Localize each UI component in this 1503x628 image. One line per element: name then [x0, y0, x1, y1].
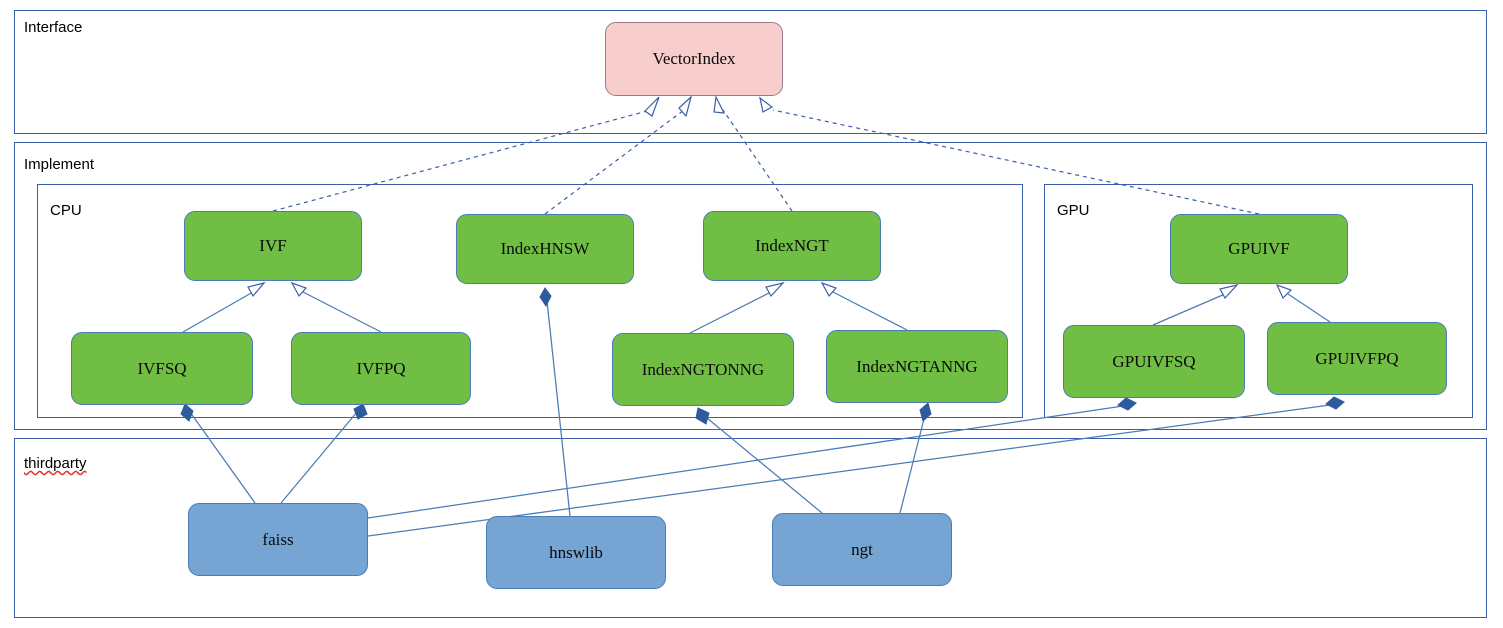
container-label-thirdparty: thirdparty: [24, 455, 87, 472]
node-label-vectorindex: VectorIndex: [652, 49, 736, 68]
container-label-interface: Interface: [24, 19, 83, 36]
node-indexhnsw[interactable]: IndexHNSW: [456, 214, 634, 284]
node-gpuivfpq[interactable]: GPUIVFPQ: [1267, 322, 1447, 395]
node-label-hnswlib: hnswlib: [549, 542, 603, 562]
node-faiss[interactable]: faiss: [188, 503, 368, 576]
node-indexngt[interactable]: IndexNGT: [703, 211, 881, 281]
container-label-gpu: GPU: [1057, 202, 1090, 219]
node-label-indexngtonng: IndexNGTONNG: [641, 359, 765, 379]
node-gpuivf[interactable]: GPUIVF: [1170, 214, 1348, 284]
node-indexngtonng[interactable]: IndexNGTONNG: [612, 333, 794, 406]
node-label-indexngt: IndexNGT: [755, 236, 829, 255]
container-label-cpu: CPU: [50, 202, 82, 219]
node-label-gpuivf: GPUIVF: [1228, 239, 1290, 258]
node-ngt[interactable]: ngt: [772, 513, 952, 586]
node-label-indexhnsw: IndexHNSW: [500, 239, 590, 258]
node-label-ivfpq: IVFPQ: [356, 358, 406, 378]
node-indexngtanng[interactable]: IndexNGTANNG: [826, 330, 1008, 403]
node-label-faiss: faiss: [262, 529, 294, 549]
node-label-ngt: ngt: [851, 539, 873, 559]
node-label-ivf: IVF: [259, 236, 287, 255]
node-ivf[interactable]: IVF: [184, 211, 362, 281]
node-ivfsq[interactable]: IVFSQ: [71, 332, 253, 405]
node-label-gpuivfsq: GPUIVFSQ: [1112, 351, 1196, 371]
node-ivfpq[interactable]: IVFPQ: [291, 332, 471, 405]
node-label-gpuivfpq: GPUIVFPQ: [1315, 348, 1399, 368]
node-gpuivfsq[interactable]: GPUIVFSQ: [1063, 325, 1245, 398]
node-label-ivfsq: IVFSQ: [137, 358, 187, 378]
node-vectorindex[interactable]: VectorIndex: [605, 22, 783, 96]
node-label-indexngtanng: IndexNGTANNG: [856, 356, 978, 376]
container-label-implement: Implement: [24, 156, 95, 173]
node-hnswlib[interactable]: hnswlib: [486, 516, 666, 589]
